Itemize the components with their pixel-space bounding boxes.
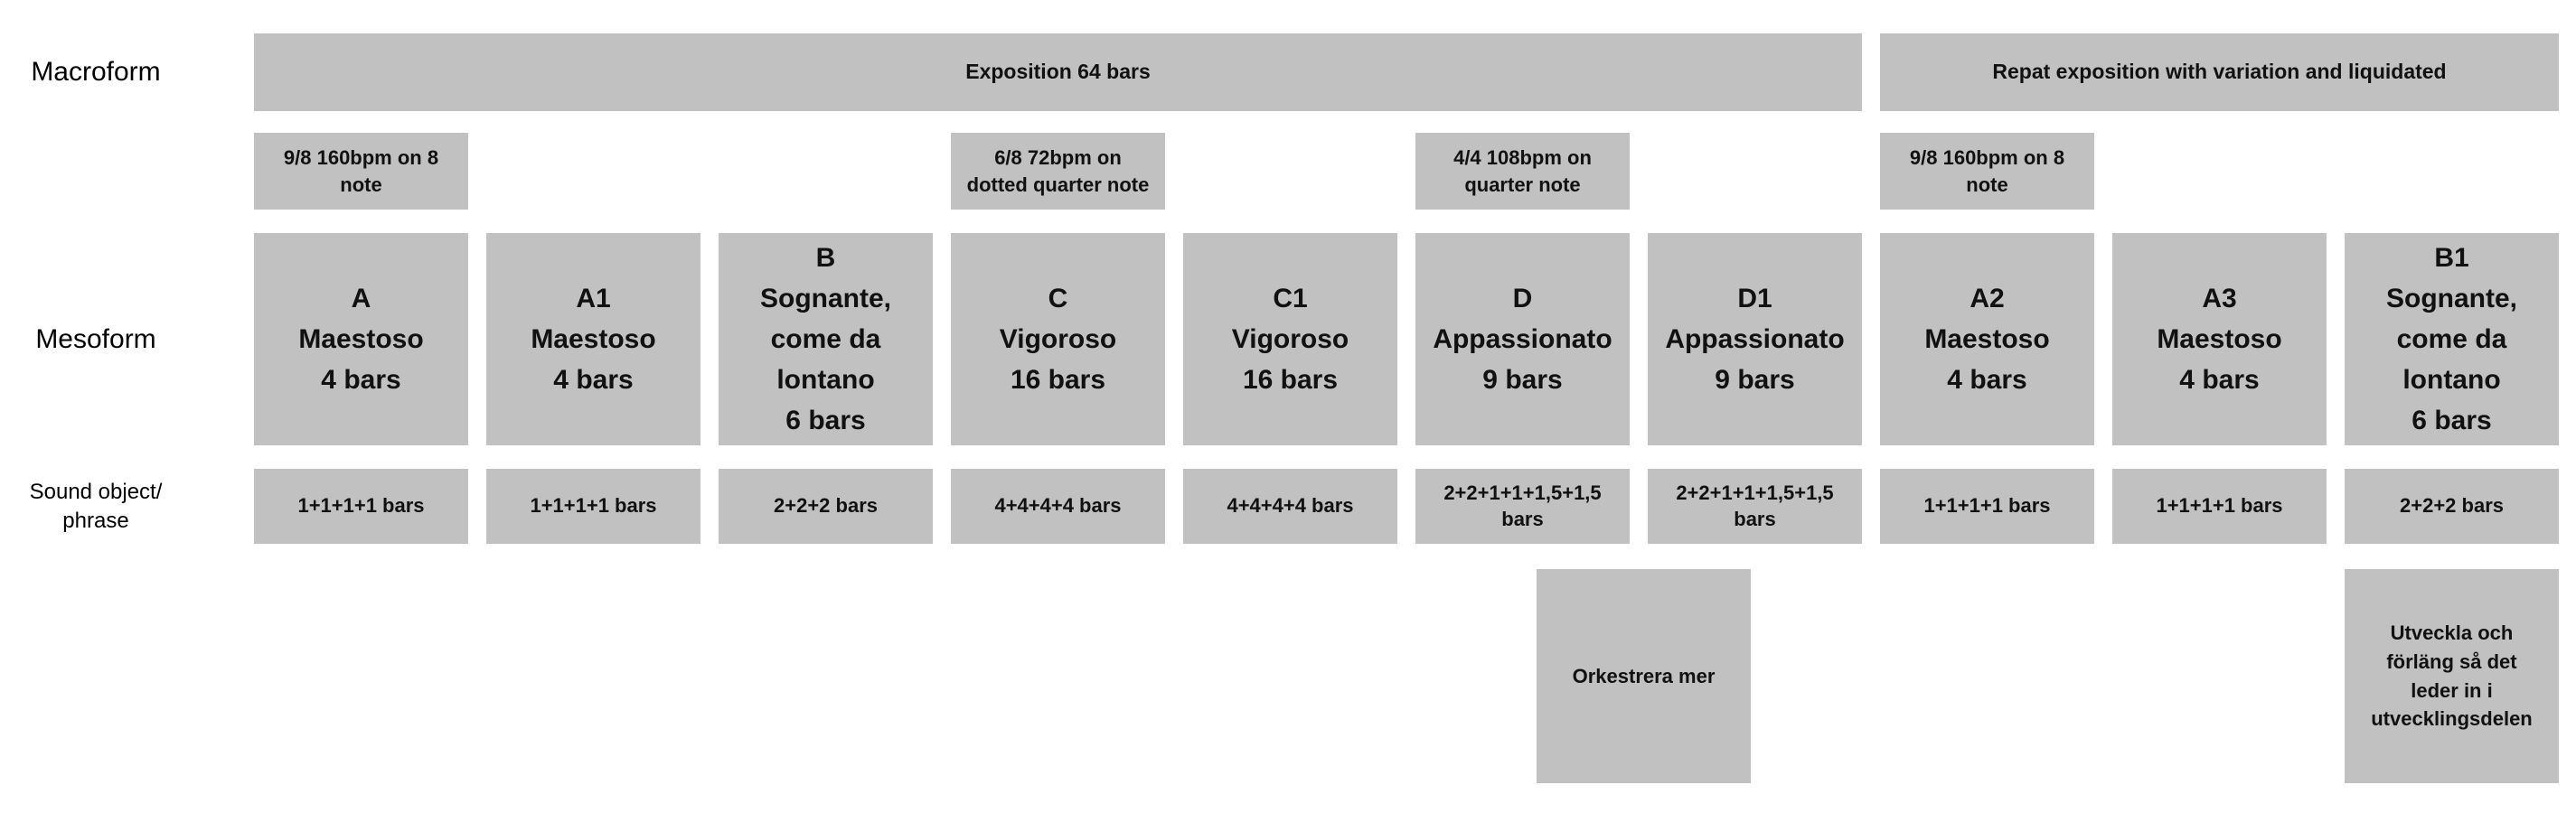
sound-phrase-box-9: 1+1+1+1 bars bbox=[2112, 469, 2327, 544]
note-box-utveckla: Utveckla och förläng så det leder in i u… bbox=[2345, 569, 2559, 783]
mesoform-box-c1: C1 Vigoroso 16 bars bbox=[1183, 233, 1397, 445]
sound-phrase-box-5: 4+4+4+4 bars bbox=[1183, 469, 1397, 544]
tempo-box-9-8-160bpm-second: 9/8 160bpm on 8 note bbox=[1880, 133, 2094, 210]
mesoform-box-a: A Maestoso 4 bars bbox=[254, 233, 468, 445]
sound-phrase-box-10: 2+2+2 bars bbox=[2345, 469, 2559, 544]
row-label-sound-object-phrase: Sound object/ phrase bbox=[29, 480, 163, 533]
mesoform-box-d1: D1 Appassionato 9 bars bbox=[1648, 233, 1862, 445]
sound-phrase-box-4: 4+4+4+4 bars bbox=[951, 469, 1165, 544]
mesoform-box-a2: A2 Maestoso 4 bars bbox=[1880, 233, 2094, 445]
sound-phrase-box-8: 1+1+1+1 bars bbox=[1880, 469, 2094, 544]
note-box-orkestrera-mer: Orkestrera mer bbox=[1537, 569, 1751, 783]
tempo-box-9-8-160bpm-first: 9/8 160bpm on 8 note bbox=[254, 133, 468, 210]
tempo-box-6-8-72bpm: 6/8 72bpm on dotted quarter note bbox=[951, 133, 1165, 210]
sound-phrase-box-7: 2+2+1+1+1,5+1,5 bars bbox=[1648, 469, 1862, 544]
sound-phrase-box-1: 1+1+1+1 bars bbox=[254, 469, 468, 544]
mesoform-box-d: D Appassionato 9 bars bbox=[1415, 233, 1630, 445]
sound-phrase-box-2: 1+1+1+1 bars bbox=[486, 469, 700, 544]
sound-phrase-box-3: 2+2+2 bars bbox=[719, 469, 933, 544]
mesoform-box-b1: B1 Sognante, come da lontano 6 bars bbox=[2345, 233, 2559, 445]
tempo-box-4-4-108bpm: 4/4 108bpm on quarter note bbox=[1415, 133, 1630, 210]
macroform-box-exposition: Exposition 64 bars bbox=[254, 33, 1862, 111]
mesoform-box-a3: A3 Maestoso 4 bars bbox=[2112, 233, 2327, 445]
row-label-mesoform: Mesoform bbox=[35, 323, 156, 354]
mesoform-box-a1: A1 Maestoso 4 bars bbox=[486, 233, 700, 445]
mesoform-box-c: C Vigoroso 16 bars bbox=[951, 233, 1165, 445]
sound-phrase-box-6: 2+2+1+1+1,5+1,5 bars bbox=[1415, 469, 1630, 544]
row-label-macroform: Macroform bbox=[31, 57, 161, 87]
mesoform-box-b: B Sognante, come da lontano 6 bars bbox=[719, 233, 933, 445]
macroform-box-repeat-exposition: Repat exposition with variation and liqu… bbox=[1880, 33, 2559, 111]
